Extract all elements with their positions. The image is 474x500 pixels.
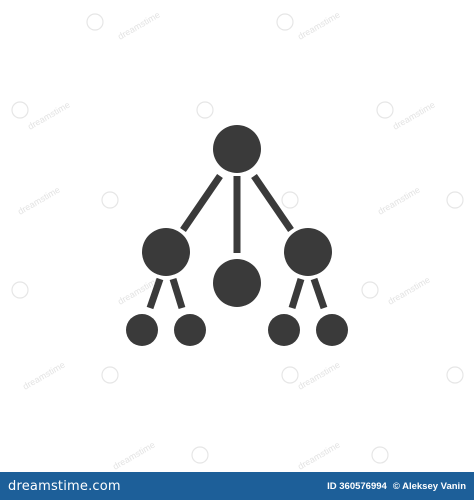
- svg-text:dreamstime: dreamstime: [296, 440, 342, 472]
- center-node: [213, 259, 261, 307]
- svg-text:dreamstime: dreamstime: [111, 440, 157, 472]
- right-node: [284, 228, 332, 276]
- leaf-node-4: [316, 314, 348, 346]
- line-right-leaf1: [288, 277, 305, 310]
- image-author: © Aleksey Vanin: [392, 480, 466, 492]
- svg-text:dreamstime: dreamstime: [296, 10, 342, 42]
- svg-text:dreamstime: dreamstime: [376, 185, 422, 217]
- svg-text:dreamstime: dreamstime: [16, 185, 62, 217]
- stock-footer-bar: dreamstime.com ID 360576994 © Aleksey Va…: [0, 472, 474, 500]
- connector-lines: [146, 174, 328, 310]
- image-credit: ID 360576994 © Aleksey Vanin: [327, 481, 466, 492]
- line-left-leaf2: [169, 277, 186, 310]
- line-left-leaf1: [146, 277, 164, 310]
- illustration-canvas: dreamstime dreamstime dreamstime dreamst…: [11, 10, 464, 472]
- line-right-leaf2: [310, 277, 328, 310]
- svg-text:dreamstime: dreamstime: [26, 100, 72, 132]
- root-node: [213, 125, 261, 173]
- left-node: [142, 228, 190, 276]
- nodes: [126, 125, 348, 346]
- svg-text:dreamstime: dreamstime: [296, 360, 342, 392]
- leaf-node-1: [126, 314, 158, 346]
- svg-text:dreamstime: dreamstime: [21, 360, 67, 392]
- image-id: ID 360576994: [327, 480, 387, 492]
- brand-logo-text: dreamstime.com: [8, 478, 121, 494]
- svg-text:dreamstime: dreamstime: [386, 275, 432, 307]
- line-root-right: [251, 174, 294, 232]
- leaf-node-3: [268, 314, 300, 346]
- svg-text:dreamstime: dreamstime: [116, 10, 162, 42]
- line-root-left: [180, 174, 223, 232]
- svg-text:dreamstime: dreamstime: [391, 100, 437, 132]
- hierarchy-structure-icon: [126, 125, 348, 346]
- leaf-node-2: [174, 314, 206, 346]
